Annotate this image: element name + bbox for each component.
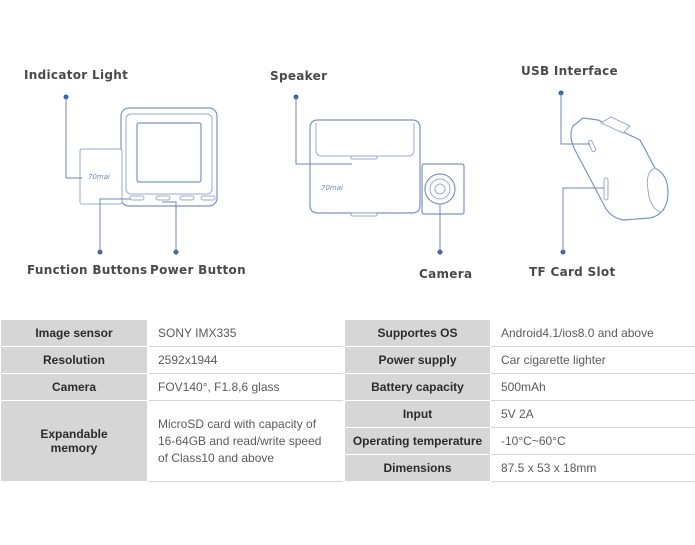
spec-label: Input	[344, 400, 491, 428]
callout-speaker: Speaker	[270, 69, 327, 83]
spec-value: -10°C~60°C	[490, 427, 695, 455]
usb-interface-pointer	[558, 90, 590, 145]
spec-label: Image sensor	[0, 319, 148, 347]
power-button-pointer	[162, 201, 179, 255]
spec-label: Expandable memory	[0, 400, 148, 482]
callout-usb-interface: USB Interface	[521, 64, 618, 78]
table-row: Camera FOV140°, F1.8,6 glass Battery cap…	[0, 373, 695, 401]
camera-pointer	[437, 205, 443, 255]
spec-value: Android4.1/ios8.0 and above	[490, 319, 695, 347]
spec-value: 2592x1944	[147, 346, 343, 374]
spec-label: Resolution	[0, 346, 148, 374]
spec-label: Supportes OS	[344, 319, 491, 347]
callout-function-buttons: Function Buttons	[27, 263, 148, 277]
spec-table: Image sensor SONY IMX335 Supportes OS An…	[0, 319, 695, 482]
callout-power-button: Power Button	[150, 263, 246, 277]
spec-label: Camera	[0, 373, 148, 401]
callout-tf-card-slot: TF Card Slot	[529, 265, 616, 279]
spec-label: Battery capacity	[344, 373, 491, 401]
spec-value: FOV140°, F1.8,6 glass	[147, 373, 343, 401]
spec-value: SONY IMX335	[147, 319, 343, 347]
table-row: Dimensions 87.5 x 53 x 18mm	[1, 454, 695, 482]
table-row: Expandable memory MicroSD card with capa…	[0, 400, 695, 482]
indicator-light-pointer	[63, 94, 82, 179]
front-view-device: 70mai	[79, 107, 218, 207]
function-buttons-pointer	[97, 198, 130, 255]
spec-label: Dimensions	[344, 454, 491, 482]
spec-value: MicroSD card with capacity of 16-64GB an…	[147, 400, 343, 482]
spec-label: Power supply	[344, 346, 491, 374]
callout-camera: Camera	[419, 267, 472, 281]
table-row: Image sensor SONY IMX335 Supportes OS An…	[0, 319, 695, 347]
brand-mark-front: 70mai	[88, 173, 110, 181]
brand-mark-back: 70mai	[321, 184, 343, 192]
speaker-pointer	[293, 94, 352, 165]
spec-value: 5V 2A	[490, 400, 695, 428]
tf-card-slot-pointer	[560, 187, 604, 255]
spec-value: 87.5 x 53 x 18mm	[490, 454, 695, 482]
back-view-device: 70mai	[309, 119, 465, 217]
table-row: Resolution 2592x1944 Power supply Car ci…	[0, 346, 695, 374]
side-view-device	[570, 116, 669, 221]
callout-indicator-light: Indicator Light	[24, 68, 128, 82]
product-diagram: 70mai 70mai	[24, 64, 669, 281]
spec-value: 500mAh	[490, 373, 695, 401]
spec-value: Car cigarette lighter	[490, 346, 695, 374]
spec-label: Operating temperature	[344, 427, 491, 455]
